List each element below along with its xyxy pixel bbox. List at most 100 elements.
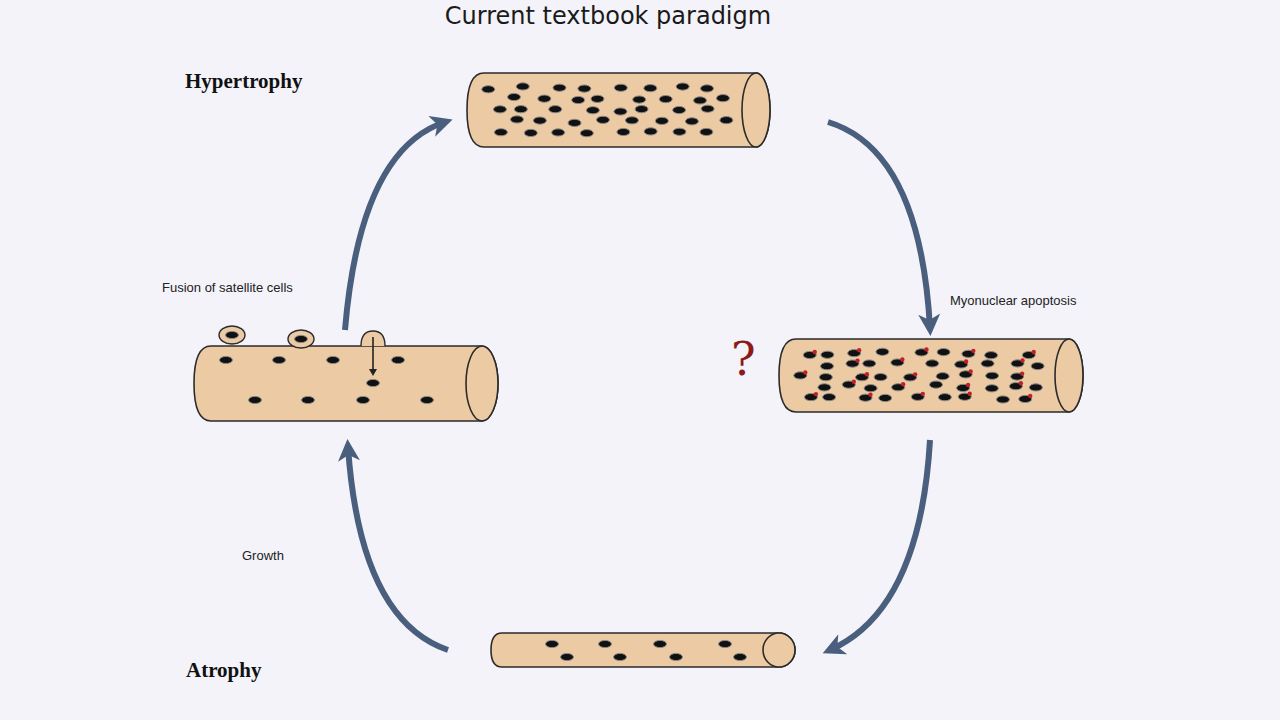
myonucleus [524, 129, 537, 136]
myonucleus [568, 119, 581, 126]
myonucleus [719, 640, 732, 647]
fiber-end [763, 633, 795, 667]
edge-label: Growth [242, 548, 284, 563]
myonucleus [625, 117, 638, 124]
myonucleus [876, 348, 889, 355]
myonucleus [599, 640, 612, 647]
apoptosis-mark [901, 382, 905, 386]
muscle-fiber [193, 345, 498, 422]
apoptosis-mark [852, 379, 856, 383]
stage-label: Hypertrophy [185, 69, 302, 94]
fusion-arrow [372, 337, 374, 373]
satellite-nucleus [295, 335, 308, 342]
myonucleus [617, 128, 630, 135]
myonucleus [694, 97, 707, 104]
myonucleus [700, 85, 713, 92]
satellite-nucleus [226, 331, 239, 338]
question-mark: ? [731, 332, 756, 386]
muscle-fiber [466, 72, 770, 148]
cycle-arrow [828, 122, 930, 328]
myonucleus [981, 360, 994, 367]
myonucleus [572, 96, 585, 103]
myonucleus [1031, 362, 1044, 369]
myonucleus [821, 363, 834, 370]
myonucleus [302, 396, 315, 403]
myonucleus [701, 105, 714, 112]
myonucleus [614, 108, 627, 115]
fiber-body [779, 339, 1083, 412]
myonucleus [670, 653, 683, 660]
myonucleus [494, 129, 507, 136]
myonucleus [552, 129, 565, 136]
myonucleus [220, 356, 233, 363]
myonucleus [482, 86, 495, 93]
diagram-title: Current textbook paradigm [0, 2, 1216, 30]
myonucleus [327, 356, 340, 363]
apoptosis-mark [868, 393, 872, 397]
cycle-arrow [348, 447, 448, 650]
myonucleus [533, 117, 546, 124]
muscle-fiber [490, 632, 795, 668]
apoptosis-mark [968, 392, 972, 396]
apoptosis-mark [814, 392, 818, 396]
cycle-arrow [345, 122, 445, 330]
myonucleus [508, 93, 521, 100]
myonucleus [823, 394, 836, 401]
myonucleus [586, 107, 599, 114]
myonucleus [635, 105, 648, 112]
stage-label: Atrophy [186, 658, 261, 683]
myonucleus [673, 106, 686, 113]
fiber-end [742, 73, 770, 147]
myonucleus [996, 396, 1009, 403]
muscle-fiber-node: Hypertrophy [466, 72, 770, 148]
myonucleus [874, 374, 887, 381]
myonucleus [659, 96, 672, 103]
myonucleus [367, 379, 380, 386]
fiber-body [194, 346, 498, 421]
fiber-end [466, 346, 498, 421]
myonucleus [549, 106, 562, 113]
apoptosis-mark [924, 347, 928, 351]
myonucleus [538, 95, 551, 102]
myonucleus [673, 128, 686, 135]
fiber-body [467, 73, 770, 147]
myonucleus [561, 653, 574, 660]
myonucleus [819, 374, 832, 381]
apoptosis-mark [971, 349, 975, 353]
myonucleus [591, 95, 604, 102]
myonucleus [633, 96, 646, 103]
muscle-fiber-node: ? [778, 338, 1083, 413]
apoptosis-mark [964, 359, 968, 363]
fiber-end [1055, 339, 1083, 412]
myonucleus [986, 372, 999, 379]
myonucleus [546, 640, 559, 647]
myonucleus [614, 84, 627, 91]
myonucleus [655, 117, 668, 124]
myonucleus [580, 130, 593, 137]
myonucleus [614, 653, 627, 660]
myonucleus [936, 373, 949, 380]
myonucleus [985, 352, 998, 359]
myonucleus [596, 116, 609, 123]
apoptosis-mark [865, 372, 869, 376]
myonucleus [514, 106, 527, 113]
muscle-fiber-node: Fusion of satellite cells [193, 345, 498, 422]
myonucleus [357, 396, 370, 403]
myonucleus [1029, 384, 1042, 391]
edge-label: Myonuclear apoptosis [950, 293, 1076, 308]
satellite-cell [219, 326, 245, 344]
apoptosis-mark [968, 369, 972, 373]
myonucleus [818, 384, 831, 391]
myonucleus [273, 356, 286, 363]
myonucleus [700, 128, 713, 135]
apoptosis-mark [1028, 394, 1032, 398]
apoptosis-mark [855, 358, 859, 362]
satellite-cell [288, 330, 314, 348]
apoptosis-mark [1032, 350, 1036, 354]
myonucleus [421, 396, 434, 403]
muscle-fiber [778, 338, 1083, 413]
apoptosis-mark [813, 350, 817, 354]
myonucleus [510, 116, 523, 123]
myonucleus [734, 653, 747, 660]
myonucleus [249, 396, 262, 403]
